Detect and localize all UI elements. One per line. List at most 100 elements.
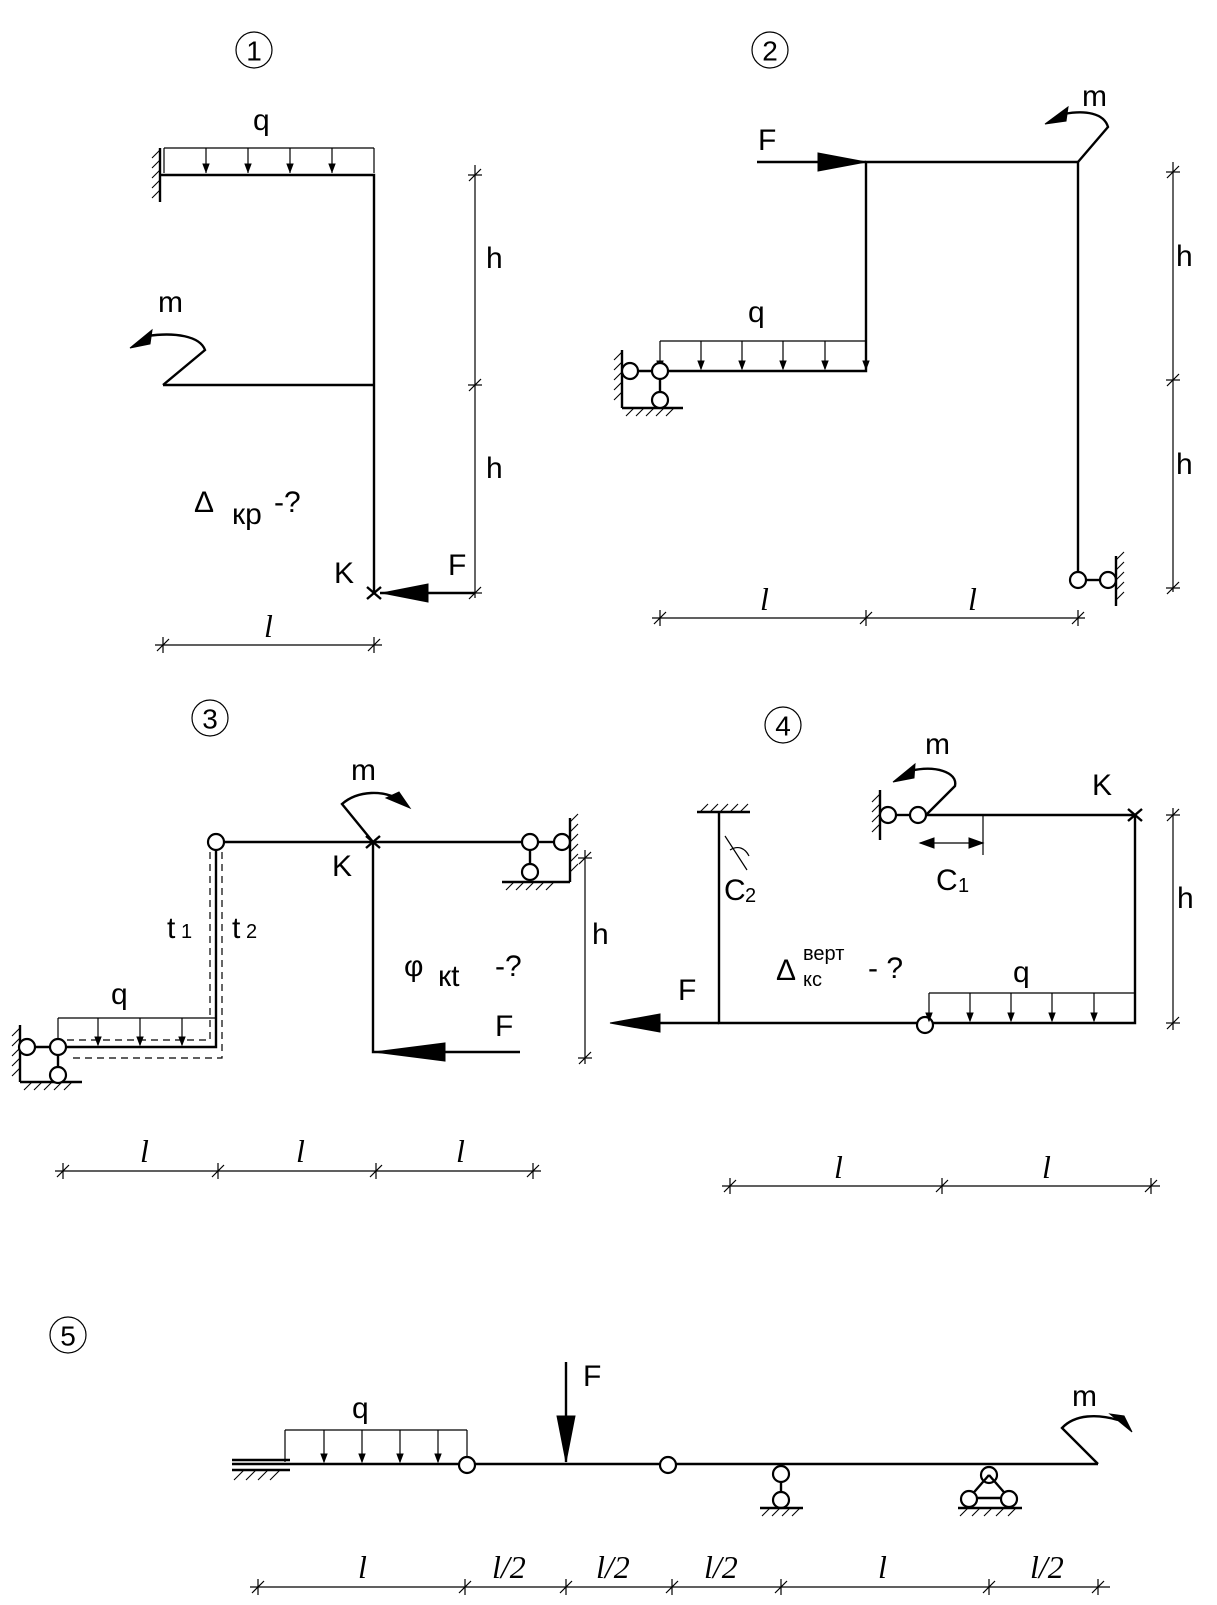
frame-members <box>660 160 1080 572</box>
dim-l-first-label: l <box>834 1149 843 1185</box>
frame-left-members <box>717 812 925 1025</box>
point-k-label: K <box>1092 769 1112 802</box>
t2-main: t <box>232 912 241 945</box>
distributed-load-q <box>925 992 1136 1023</box>
query-sub: кt <box>438 960 460 993</box>
pinned-support <box>958 1465 1022 1517</box>
moment-m-icon <box>340 791 412 843</box>
dim-h-lower-label: h <box>1176 448 1193 481</box>
fixed-support <box>151 148 162 202</box>
hinged-support-top-left <box>871 790 928 840</box>
temperature-line-outer <box>72 852 223 1059</box>
dim-h-label: h <box>592 918 609 951</box>
force-f-label: F <box>678 974 696 1007</box>
problem-1-number-circle <box>235 31 273 69</box>
distributed-load-q <box>57 1017 217 1047</box>
span-dimension <box>155 637 382 653</box>
problem-3: 3 t 1 t 2 q <box>11 699 609 1179</box>
query-tail: - ? <box>868 952 903 985</box>
dim-segment-3-label: l/2 <box>596 1549 630 1585</box>
query-sub: кс <box>803 969 822 991</box>
moment-m-label: m <box>925 728 950 761</box>
problem-4: 4 C 2 <box>609 706 1194 1194</box>
force-f-arrow <box>373 1042 446 1062</box>
query-main: Δ <box>776 954 796 987</box>
problem-5-number-circle <box>49 1316 87 1354</box>
moment-m-label: m <box>351 754 376 787</box>
height-dimension <box>1166 162 1180 595</box>
load-q-label: q <box>111 978 128 1011</box>
moment-m-icon <box>892 762 957 816</box>
moment-m-label: m <box>1082 80 1107 113</box>
dim-h-upper-label: h <box>486 242 503 275</box>
load-q-label: q <box>748 296 765 329</box>
link-support <box>760 1464 803 1517</box>
dim-l-second-label: l <box>968 581 977 617</box>
dim-segment-5-label: l <box>878 1549 887 1585</box>
force-f-arrow <box>609 1013 719 1033</box>
distributed-load-q <box>163 147 375 174</box>
query-sub: кр <box>232 498 262 531</box>
point-k-mark <box>366 586 382 600</box>
point-k-label: K <box>334 557 354 590</box>
hinged-support-left <box>613 350 683 417</box>
internal-hinge-bottom <box>915 1015 935 1035</box>
query-main: Δ <box>194 486 214 519</box>
problem-2-number: 2 <box>762 36 778 67</box>
query-tail: -? <box>495 950 522 983</box>
settlement-rotation-mark <box>724 835 750 871</box>
dim-h-label: h <box>1177 882 1194 915</box>
dim-l-label: l <box>264 608 273 644</box>
frame-right-members <box>926 813 1137 1025</box>
force-f-label: F <box>448 549 466 582</box>
problem-4-number: 4 <box>775 711 791 742</box>
frame-left-members <box>58 842 218 1049</box>
moment-m-icon <box>1044 105 1110 163</box>
force-f-label: F <box>495 1010 513 1043</box>
problem-5: 5 <box>49 1316 1133 1595</box>
query-tail: -? <box>274 486 301 519</box>
frame-right-members <box>371 842 520 1054</box>
distributed-load-q <box>656 340 870 371</box>
dim-segment-2-label: l/2 <box>492 1549 526 1585</box>
force-f-arrow <box>757 152 867 172</box>
distributed-load-q <box>284 1429 468 1464</box>
moment-m-label: m <box>158 286 183 319</box>
c2-main: C <box>724 874 746 907</box>
problem-5-number: 5 <box>60 1321 76 1352</box>
dim-l-third-label: l <box>456 1133 465 1169</box>
point-k-label: K <box>332 850 352 883</box>
dim-segment-4-label: l/2 <box>704 1549 738 1585</box>
dim-l-second-label: l <box>1042 1149 1051 1185</box>
moment-m-label: m <box>1072 1380 1097 1413</box>
point-k-mark <box>1127 808 1143 822</box>
problem-2-number-circle <box>751 31 789 69</box>
span-dimension <box>722 1178 1160 1194</box>
hinged-support-right <box>1068 551 1125 606</box>
moment-m-icon <box>1060 1413 1133 1465</box>
force-f-arrow <box>380 583 475 603</box>
problem-2: 2 q <box>613 31 1193 626</box>
hinged-support-right <box>502 813 579 891</box>
force-f-label: F <box>758 124 776 157</box>
t2-sub: 2 <box>246 921 257 943</box>
c1-sub: 1 <box>958 875 969 897</box>
span-dimension <box>250 1579 1110 1595</box>
load-q-label: q <box>1013 956 1030 989</box>
internal-hinge-1 <box>457 1455 477 1475</box>
frame-members <box>160 173 376 593</box>
fixed-support-top <box>697 803 750 814</box>
span-dimension <box>55 1163 541 1179</box>
problem-4-number-circle <box>764 706 802 744</box>
height-dimension <box>468 165 482 600</box>
load-q-label: q <box>352 1392 369 1425</box>
height-dimension <box>1166 808 1180 1030</box>
sliding-fixed-support <box>232 1458 290 1481</box>
dim-h-upper-label: h <box>1176 240 1193 273</box>
dim-segment-1-label: l <box>358 1549 367 1585</box>
internal-hinge-2 <box>658 1455 678 1475</box>
problem-1: 1 <box>129 31 503 653</box>
internal-hinge <box>206 832 226 852</box>
dim-l-first-label: l <box>760 581 769 617</box>
